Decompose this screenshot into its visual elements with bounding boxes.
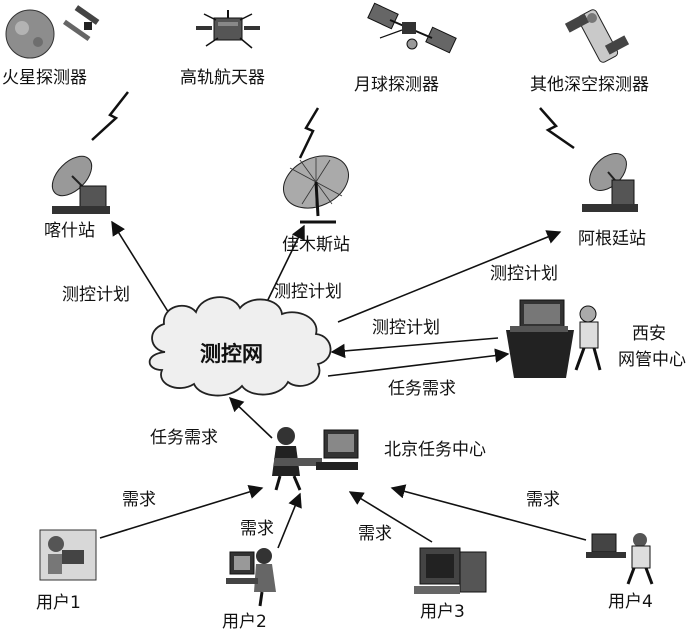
- xian-center-label-line2: 网管中心: [618, 350, 686, 370]
- task-from-beijing-label: 任务需求: [150, 428, 218, 448]
- mars-probe-label: 火星探测器: [2, 68, 87, 88]
- deep-space-probe-icon: [564, 9, 630, 63]
- mars-probe-icon: [5, 5, 100, 59]
- plan-to-kashi-label: 测控计划: [62, 285, 130, 305]
- beijing-operator-workstation-icon: [272, 427, 359, 491]
- kashi-dish-icon: [51, 155, 110, 214]
- radio-link-deep-space: [539, 107, 575, 150]
- plan-from-xian-label: 测控计划: [372, 318, 440, 338]
- need-user2-label: 需求: [240, 519, 274, 539]
- high-orbit-spacecraft-label: 高轨航天器: [180, 68, 265, 88]
- arrow-user4-to-beijing: [390, 484, 587, 541]
- arrow-xian-to-cloud: [330, 337, 499, 359]
- plan-to-jiamusi-label: 测控计划: [274, 282, 342, 302]
- user3-icon: [414, 547, 487, 594]
- arrow-user3-to-beijing: [348, 491, 433, 543]
- need-user4-label: 需求: [526, 490, 560, 510]
- user2-label: 用户2: [222, 612, 267, 632]
- arrow-cloud-to-argentina: [337, 230, 562, 323]
- radio-link-mars: [91, 91, 129, 141]
- argentina-dish-icon: [582, 153, 638, 212]
- network-cloud-icon: [148, 296, 332, 397]
- xian-center-label-line1: 西安: [632, 324, 666, 344]
- network-label: 测控网: [200, 342, 263, 366]
- jiamusi-station-label: 佳木斯站: [282, 235, 350, 255]
- user4-icon: [586, 533, 654, 585]
- need-user3-label: 需求: [358, 524, 392, 544]
- arrow-cloud-to-jiamusi: [261, 224, 305, 313]
- plan-to-argentina-label: 测控计划: [490, 264, 558, 284]
- deep-space-probe-label: 其他深空探测器: [530, 75, 649, 95]
- user1-label: 用户1: [36, 593, 81, 613]
- argentina-station-label: 阿根廷站: [578, 229, 646, 249]
- lunar-probe-icon: [367, 2, 457, 54]
- lunar-probe-label: 月球探测器: [354, 75, 439, 95]
- arrow-user1-to-beijing: [99, 484, 264, 539]
- task-to-xian-label: 任务需求: [388, 379, 456, 399]
- need-user1-label: 需求: [122, 490, 156, 510]
- arrow-beijing-to-cloud: [228, 397, 273, 439]
- xian-operator-workstation-icon: [506, 299, 602, 378]
- arrow-cloud-to-xian: [327, 348, 510, 377]
- user1-icon: [39, 529, 97, 581]
- beijing-center-label: 北京任务中心: [384, 440, 486, 460]
- user4-label: 用户4: [608, 592, 653, 612]
- arrow-cloud-to-kashi: [111, 220, 173, 319]
- user3-label: 用户3: [420, 602, 465, 622]
- high-orbit-spacecraft-icon: [196, 10, 260, 49]
- arrow-user2-to-beijing: [277, 492, 302, 549]
- radio-link-high-orbit: [298, 107, 320, 159]
- user2-icon: [226, 548, 276, 607]
- kashi-station-label: 喀什站: [44, 221, 95, 241]
- jiamusi-dish-icon: [283, 155, 349, 224]
